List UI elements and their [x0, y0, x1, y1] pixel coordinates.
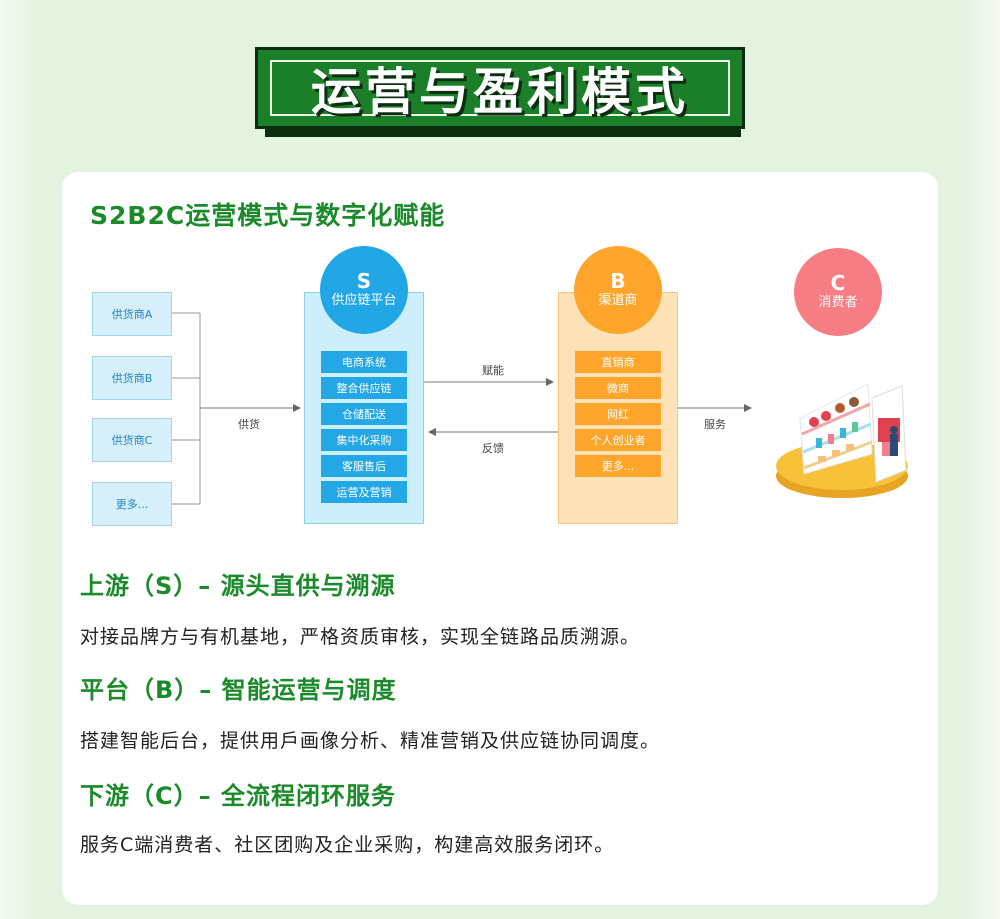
- supplier-b: 供货商B: [92, 356, 172, 400]
- s-node-item: 运营及营销: [321, 481, 407, 503]
- s-node-item: 客服售后: [321, 455, 407, 477]
- s-node-item: 电商系统: [321, 351, 407, 373]
- b-node-item: 直销商: [575, 351, 661, 373]
- diagram-connectors: [172, 312, 752, 505]
- supplier-c: 供货商C: [92, 418, 172, 462]
- s-node-letter: S: [356, 269, 372, 293]
- empower-label: 赋能: [482, 364, 504, 377]
- section-heading-downstream: 下游（C）– 全流程闭环服务: [80, 782, 396, 810]
- supplier-a: 供货商A: [92, 292, 172, 336]
- s-node-circle: S 供应链平台: [320, 246, 408, 334]
- service-label: 服务: [704, 418, 726, 431]
- section-heading-upstream: 上游（S）– 源头直供与溯源: [80, 572, 396, 600]
- s-node-item: 整合供应链: [321, 377, 407, 399]
- title-banner-inner-border: [270, 60, 730, 116]
- b-node-name: 渠道商: [598, 293, 638, 308]
- card-title: S2B2C运营模式与数字化赋能: [90, 201, 446, 230]
- s-node-name: 供应链平台: [331, 293, 397, 308]
- s-node-item: 仓储配送: [321, 403, 407, 425]
- content-card: S2B2C运营模式与数字化赋能 供货商A 供货商B 供货商C: [62, 172, 938, 905]
- b-node-circle: B 渠道商: [574, 246, 662, 334]
- b-node-item: 更多...: [575, 455, 661, 477]
- left-edge-strip: [0, 0, 28, 919]
- b-node-item: 网红: [575, 403, 661, 425]
- b-node-item: 微商: [575, 377, 661, 399]
- title-banner: 运营与盈利模式: [255, 47, 745, 129]
- section-body-upstream: 对接品牌方与有机基地，严格资质审核，实现全链路品质溯源。: [80, 626, 641, 648]
- c-node-name: 消费者: [818, 295, 858, 310]
- right-edge-strip: [972, 0, 1000, 919]
- c-node-letter: C: [830, 271, 846, 295]
- supplier-more: 更多...: [92, 482, 172, 526]
- feedback-label: 反馈: [482, 442, 504, 455]
- section-heading-platform: 平台（B）– 智能运营与调度: [80, 676, 397, 704]
- section-body-downstream: 服务C端消费者、社区团购及企业采购，构建高效服务闭环。: [80, 834, 615, 856]
- supply-label: 供货: [238, 418, 260, 431]
- b-node-letter: B: [610, 269, 626, 293]
- store-shelf-illustration: [776, 383, 908, 498]
- section-body-platform: 搭建智能后台，提供用戶画像分析、精准营销及供应链协同调度。: [80, 730, 661, 752]
- s2b2c-diagram: 供货商A 供货商B 供货商C 更多... 供货 赋能 反馈 服务 电商系统 整合…: [62, 172, 938, 905]
- b-node-item: 个人创业者: [575, 429, 661, 451]
- s-node-item: 集中化采购: [321, 429, 407, 451]
- c-node-circle: C 消费者: [794, 248, 882, 336]
- page-title: 运营与盈利模式: [311, 63, 689, 121]
